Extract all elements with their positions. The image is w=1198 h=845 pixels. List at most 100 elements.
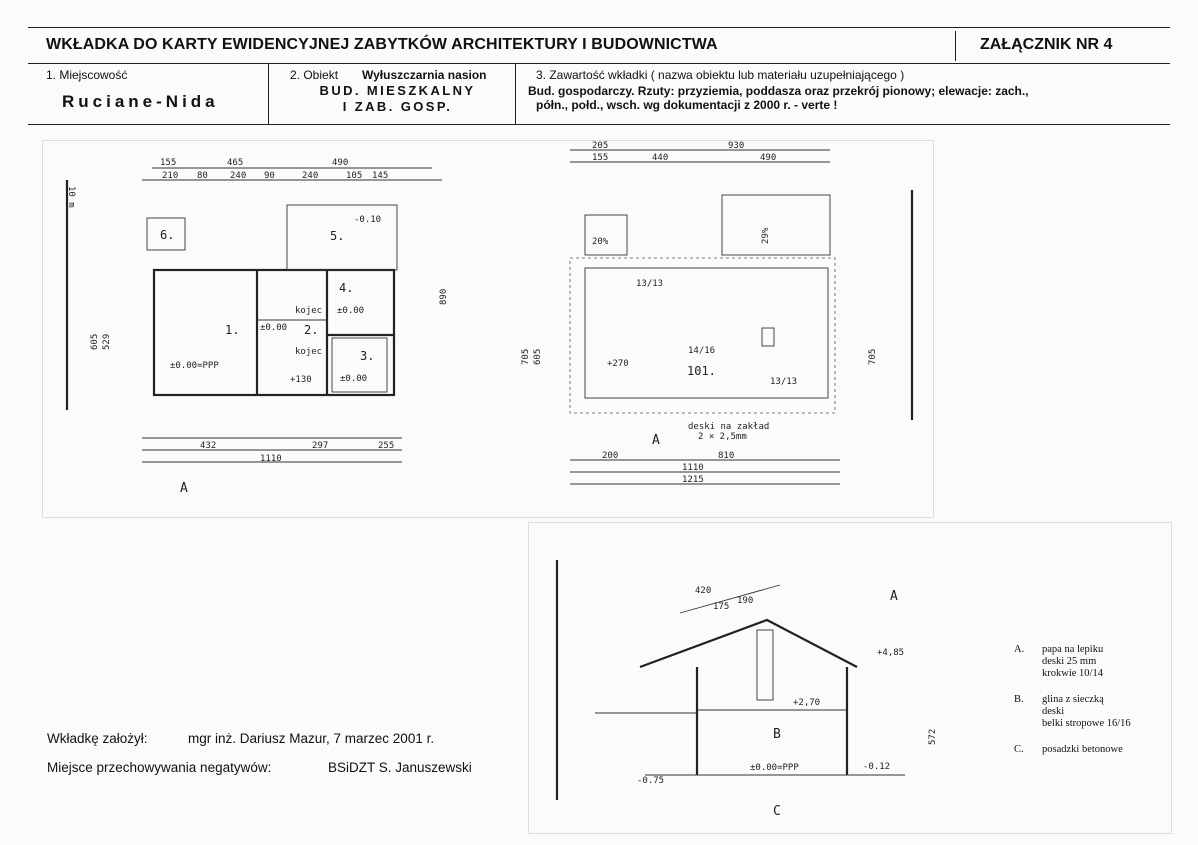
place-label: 1. Miejscowość xyxy=(46,68,128,82)
svg-text:240: 240 xyxy=(302,171,318,181)
room-1: 1. xyxy=(225,323,239,337)
drawing-panel-section xyxy=(528,522,1172,834)
section-mark-a-ground: A xyxy=(180,481,188,496)
svg-text:105: 105 xyxy=(346,171,362,181)
label-kojec-2: kojec xyxy=(295,347,322,357)
legend-key-c: C. xyxy=(1014,744,1024,755)
svg-text:175: 175 xyxy=(713,602,729,612)
object-site: Wyłuszczarnia nasion xyxy=(362,68,487,82)
legend-a-line3: krokwie 10/14 xyxy=(1042,668,1103,679)
section-walls xyxy=(595,629,905,776)
svg-text:205: 205 xyxy=(592,141,608,151)
card-title: WKŁADKA DO KARTY EWIDENCYJNEJ ZABYTKÓW A… xyxy=(46,36,718,53)
beam-13-13-a: 13/13 xyxy=(636,279,663,289)
svg-text:90: 90 xyxy=(264,171,275,181)
level-ppp-section: ±0.00=PPP xyxy=(750,763,799,773)
room-2: 2. xyxy=(304,323,318,337)
slope-29: 29% xyxy=(761,227,771,244)
svg-text:490: 490 xyxy=(760,153,776,163)
content-value-line2: półn., połd., wsch. wg dokumentacji z 20… xyxy=(536,98,838,112)
svg-text:705: 705 xyxy=(521,349,531,365)
legend-item-c: C. posadzki betonowe xyxy=(1014,744,1154,756)
svg-text:705: 705 xyxy=(868,349,878,365)
svg-text:930: 930 xyxy=(728,141,744,151)
beam-13-13-b: 13/13 xyxy=(770,377,797,387)
level-ppp: ±0.00=PPP xyxy=(170,361,219,371)
label-kojec-1: kojec xyxy=(295,306,322,316)
attic-outline xyxy=(569,194,836,414)
level-minus-012: -0.12 xyxy=(863,762,890,772)
svg-text:890: 890 xyxy=(439,289,449,305)
svg-text:529: 529 xyxy=(102,334,112,350)
attic-top-dims: 205 930 155 440 490 xyxy=(570,141,830,163)
legend-a-line1: papa na lepiku xyxy=(1042,644,1104,655)
legend-item-a: A. papa na lepiku deski 25 mm krokwie 10… xyxy=(1014,644,1154,680)
room-5: 5. xyxy=(330,229,344,243)
level-room3: ±0.00 xyxy=(340,374,367,384)
level-270: +2,70 xyxy=(793,698,820,708)
content-value: Bud. gospodarczy. Rzuty: przyziemia, pod… xyxy=(528,84,1128,112)
header-border-top xyxy=(28,27,1170,28)
header-border-mid xyxy=(28,63,1170,64)
object-name-line1: BUD. MIESZKALNY xyxy=(319,83,476,98)
section-mark-b: B xyxy=(773,727,781,742)
level-attic: +270 xyxy=(607,359,629,369)
dim-420: 420 xyxy=(695,586,711,596)
level-485: +4,85 xyxy=(877,648,904,658)
level-room4: ±0.00 xyxy=(337,306,364,316)
svg-text:440: 440 xyxy=(652,153,668,163)
svg-text:572: 572 xyxy=(928,729,938,745)
room-101: 101. xyxy=(687,364,716,378)
plan-walls xyxy=(146,204,398,397)
note-boards: deski na zakład xyxy=(688,422,769,432)
level-room2: ±0.00 xyxy=(260,323,287,333)
legend-key-a: A. xyxy=(1014,644,1025,655)
legend-c-line1: posadzki betonowe xyxy=(1042,744,1123,755)
scale-bar-left: 10 m xyxy=(65,180,76,410)
field-divider-1 xyxy=(268,63,269,125)
section-mark-a: A xyxy=(890,589,898,604)
section-mark-a-attic: A xyxy=(652,433,660,448)
legend-b-line1: glina z sieczką xyxy=(1042,694,1104,705)
field-divider-2 xyxy=(515,63,516,125)
storage-value: BSiDZT S. Januszewski xyxy=(328,760,472,775)
author-value: mgr inż. Dariusz Mazur, 7 marzec 2001 r. xyxy=(188,731,435,746)
svg-text:810: 810 xyxy=(718,451,734,461)
legend: A. papa na lepiku deski 25 mm krokwie 10… xyxy=(1014,644,1154,756)
room-4: 4. xyxy=(339,281,353,295)
level-room5: -0.10 xyxy=(354,215,381,225)
legend-a-line2: deski 25 mm xyxy=(1042,656,1097,667)
svg-text:1110: 1110 xyxy=(682,463,704,473)
svg-text:465: 465 xyxy=(227,158,243,168)
legend-item-b: B. glina z sieczką deski belki stropowe … xyxy=(1014,694,1154,730)
attic-plan: 205 930 155 440 490 101. +270 13/13 14/16 1… xyxy=(521,141,914,485)
beam-14-16: 14/16 xyxy=(688,346,715,356)
level-entry: +130 xyxy=(290,375,312,385)
svg-text:210: 210 xyxy=(162,171,178,181)
annex-number: ZAŁĄCZNIK NR 4 xyxy=(980,36,1113,53)
svg-text:145: 145 xyxy=(372,171,388,181)
svg-text:297: 297 xyxy=(312,441,328,451)
svg-text:200: 200 xyxy=(602,451,618,461)
header-border-bottom xyxy=(28,124,1170,125)
legend-key-b: B. xyxy=(1014,694,1024,705)
drawing-panel-plans xyxy=(42,140,934,518)
content-label: 3. Zawartość wkładki ( nazwa obiektu lub… xyxy=(536,68,905,82)
total-length: 1110 xyxy=(260,454,282,464)
legend-b-line2: deski xyxy=(1042,706,1065,717)
level-minus-075: -0.75 xyxy=(637,776,664,786)
header-divider xyxy=(955,31,956,61)
place-value: Ruciane-Nida xyxy=(62,92,219,111)
scale-unit-label: 10 m xyxy=(66,186,76,208)
svg-text:255: 255 xyxy=(378,441,394,451)
svg-text:155: 155 xyxy=(592,153,608,163)
svg-text:605: 605 xyxy=(90,334,100,350)
object-name-line2: I ZAB. GOSP. xyxy=(342,99,453,114)
room-6: 6. xyxy=(160,228,174,242)
svg-text:490: 490 xyxy=(332,158,348,168)
svg-text:1215: 1215 xyxy=(682,475,704,485)
